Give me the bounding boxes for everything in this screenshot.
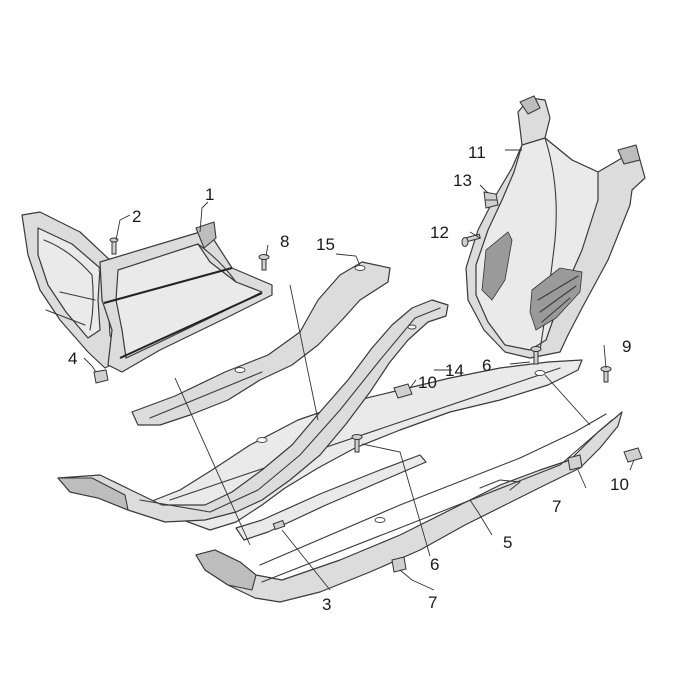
part-side-rail-left — [57, 299, 449, 523]
screw-6-lower — [351, 434, 363, 453]
callout-12: 12 — [430, 223, 449, 242]
callout-3: 3 — [322, 595, 331, 614]
callout-11: 11 — [468, 143, 486, 162]
nut-10-upper — [393, 383, 413, 399]
callout-10-upper: 10 — [418, 373, 437, 392]
screw-8 — [258, 254, 270, 271]
callout-10-right: 10 — [610, 475, 629, 494]
screw-3 — [272, 519, 286, 531]
part-11-front-cover — [465, 95, 646, 359]
callout-6-lower: 6 — [430, 555, 439, 574]
clip-7-lower — [391, 556, 407, 573]
nut-10-right — [623, 447, 643, 463]
callout-9: 9 — [622, 337, 631, 356]
hardware — [109, 191, 643, 573]
callout-6-upper: 6 — [482, 356, 491, 375]
clip-13 — [483, 191, 499, 209]
callout-8: 8 — [280, 232, 289, 251]
callout-7-lower: 7 — [428, 593, 437, 612]
part-5-lower-side-cover — [195, 411, 623, 603]
screw-9 — [600, 366, 612, 383]
callout-4: 4 — [68, 349, 77, 368]
callout-labels: 1 2 3 4 5 6 6 7 7 8 9 10 10 11 12 13 14 … — [68, 143, 631, 614]
part-15-footboard-mat — [131, 261, 391, 426]
screw-6-upper — [530, 346, 542, 365]
callout-13: 13 — [453, 171, 472, 190]
screw-2 — [109, 237, 119, 255]
part-4-clip — [93, 369, 109, 384]
callout-2: 2 — [132, 207, 141, 226]
part-2-front-bracket — [21, 211, 121, 369]
leader-lines — [83, 149, 635, 591]
callout-15: 15 — [316, 235, 335, 254]
part-1-leg-shield-panel — [99, 221, 273, 373]
clip-7-right — [567, 454, 583, 471]
callout-14: 14 — [445, 361, 464, 380]
callout-7-right: 7 — [552, 497, 561, 516]
callout-1: 1 — [205, 185, 214, 204]
callout-5: 5 — [503, 533, 512, 552]
